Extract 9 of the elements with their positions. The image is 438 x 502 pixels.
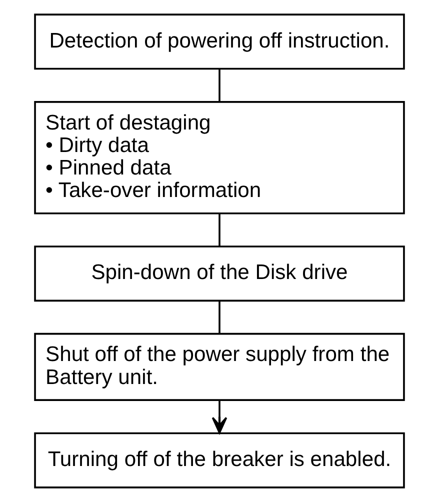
connector [218, 68, 220, 102]
connector [218, 300, 220, 334]
node-box: Shut off of the power supply from the Battery unit. [34, 332, 404, 401]
node-box: Turning off of the breaker is enabled. [34, 432, 404, 488]
node-box: Detection of powering off instruction. [34, 14, 404, 70]
node-box: Start of destaging • Dirty data • Pinned data • Take-over information [34, 101, 404, 214]
connector [218, 214, 220, 246]
arrow [211, 400, 227, 434]
node-box: Spin-down of the Disk drive [34, 246, 404, 302]
